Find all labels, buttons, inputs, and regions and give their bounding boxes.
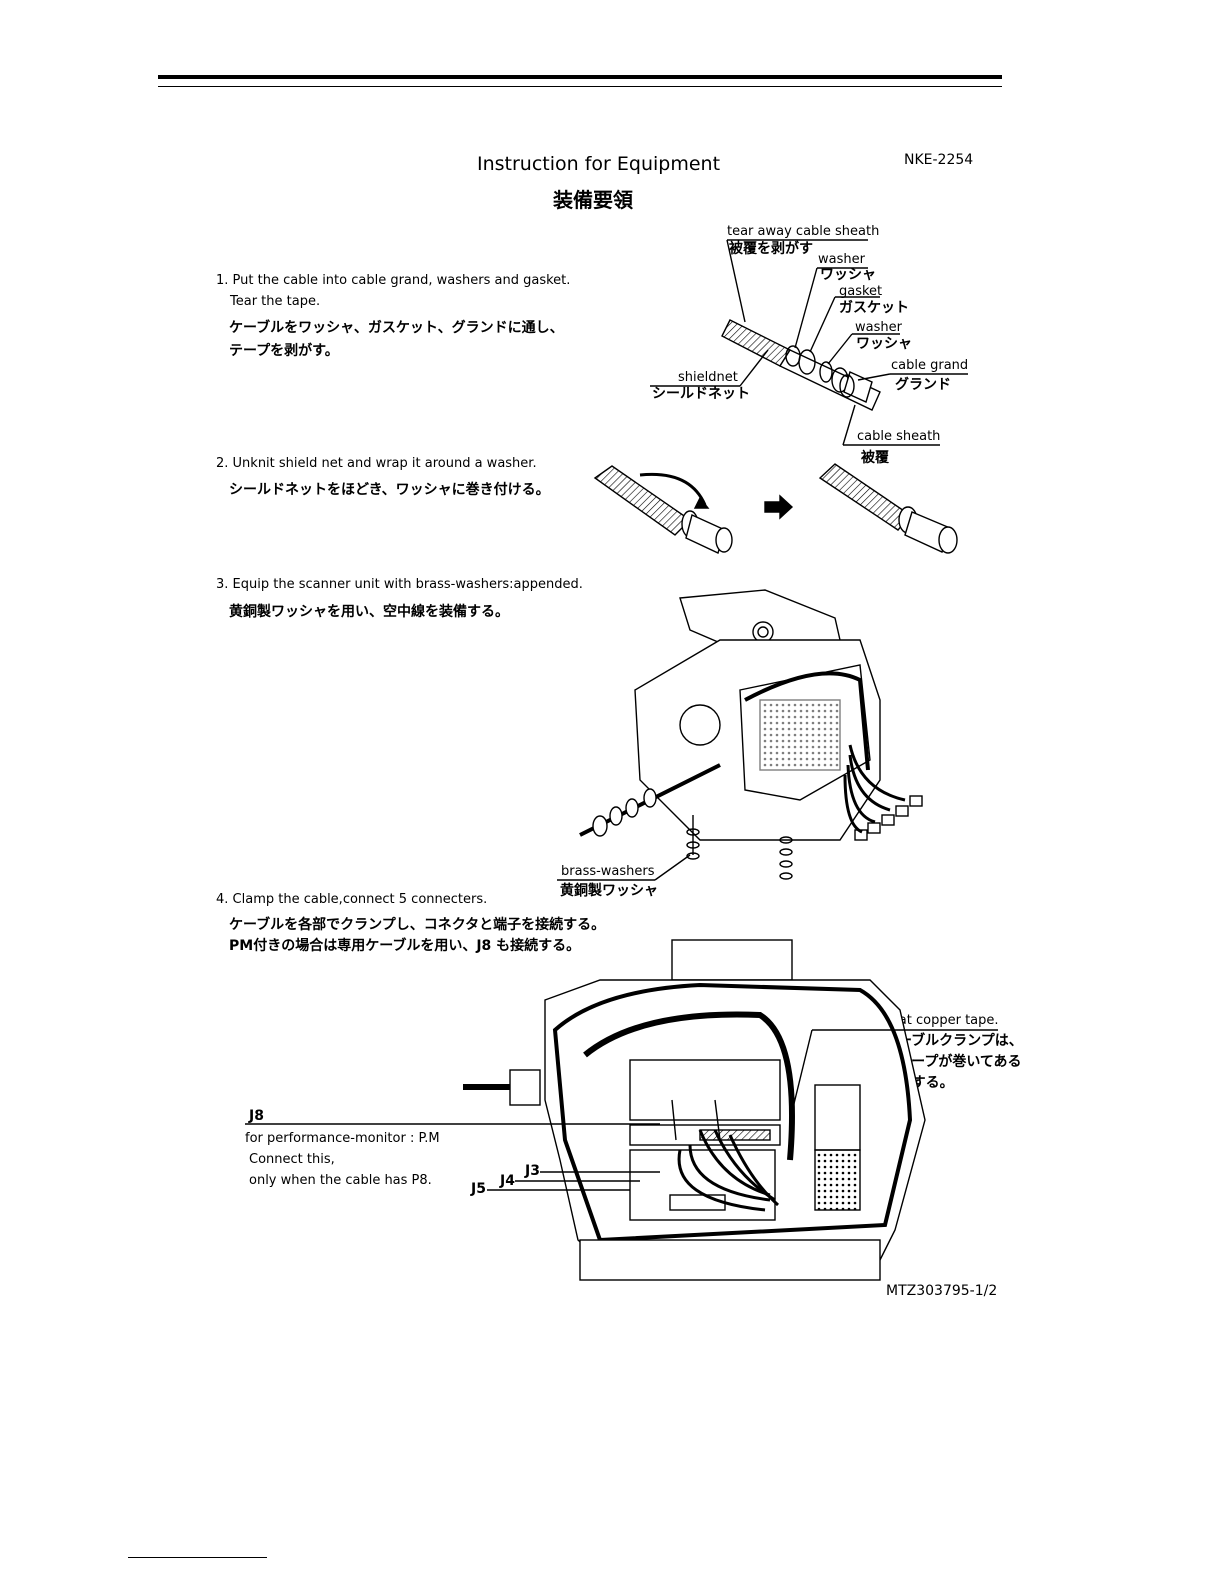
header-rule-thin [158, 86, 1002, 87]
label-sheath-en: cable sheath [857, 429, 941, 444]
footnote-rule [128, 1557, 267, 1558]
step2-en: 2. Unknit shield net and wrap it around … [216, 456, 537, 471]
label-washer1-en: washer [818, 252, 865, 267]
fig4-clamp-connectors [245, 939, 998, 1281]
label-shield-jp: シールドネット [652, 386, 750, 402]
step4-jp: ケーブルを各部でクランプし、コネクタと端子を接続する。 [229, 917, 606, 933]
page-title-jp: 装備要領 [553, 188, 633, 212]
label-j5: J5 [471, 1181, 486, 1197]
step2-jp: シールドネットをほどき、ワッシャに巻き付ける。 [229, 482, 550, 498]
label-grand-jp: グランド [895, 377, 951, 393]
fig3-scanner-unit [557, 589, 923, 881]
label-j4: J4 [500, 1173, 515, 1189]
fig1-cable-assembly [650, 239, 968, 446]
label-grand-en: cable grand [891, 358, 969, 373]
label-tear-jp: 被覆を剥がす [729, 241, 813, 257]
step1-en2: Tear the tape. [230, 294, 321, 309]
label-gasket-jp: ガスケット [839, 300, 909, 316]
step4-jp2: PM付きの場合は専用ケーブルを用い、J8 も接続する。 [229, 938, 581, 954]
doc-number: NKE-2254 [904, 152, 974, 168]
label-j3: J3 [525, 1163, 540, 1179]
label-tear-en: tear away cable sheath [727, 224, 880, 239]
label-pm3: only when the cable has P8. [249, 1173, 432, 1188]
label-gasket-en: gasket [839, 284, 883, 299]
label-washer1-jp: ワッシャ [820, 267, 876, 283]
drawing-number: MTZ303795-1/2 [886, 1283, 998, 1299]
step1-jp: ケーブルをワッシャ、ガスケット、グランドに通し、 [229, 320, 564, 336]
label-washer2-en: washer [855, 320, 902, 335]
label-brass-en: brass-washers [561, 864, 655, 879]
page-title: Instruction for Equipment [477, 153, 721, 175]
step1-en: 1. Put the cable into cable grand, washe… [216, 273, 571, 288]
step3-jp: 黄銅製ワッシャを用い、空中線を装備する。 [229, 604, 509, 620]
label-pm1: for performance-monitor : P.M [245, 1131, 440, 1146]
header-rule-thick [158, 75, 1002, 79]
label-pm2: Connect this, [249, 1152, 335, 1167]
fig2-shield-wrap [593, 463, 958, 554]
label-shield-en: shieldnet [678, 370, 738, 385]
label-washer2-jp: ワッシャ [856, 336, 912, 352]
step3-en: 3. Equip the scanner unit with brass-was… [216, 577, 583, 592]
label-brass-jp: 黄銅製ワッシャ [560, 883, 658, 899]
label-sheath-jp: 被覆 [861, 450, 889, 466]
label-j8: J8 [249, 1108, 264, 1124]
step1-jp2: テープを剥がす。 [229, 343, 339, 359]
step4-en: 4. Clamp the cable,connect 5 connecters. [216, 892, 488, 907]
